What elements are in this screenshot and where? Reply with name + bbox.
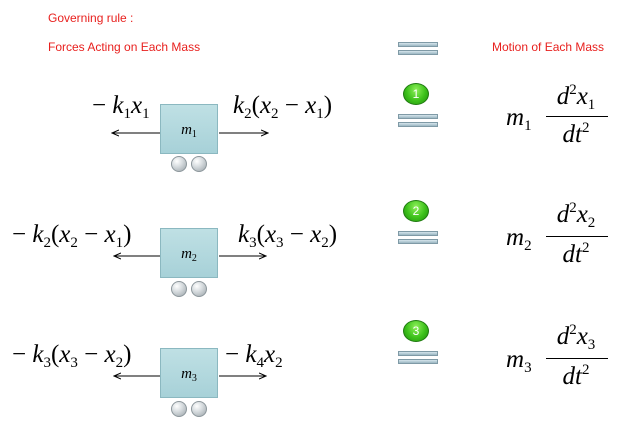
equals-icon-2 xyxy=(398,231,438,246)
motion-2: m2 d2x2 dt2 xyxy=(506,200,616,270)
motion-section-title: Motion of Each Mass xyxy=(492,40,605,54)
force-right-3: − k4x2 xyxy=(225,341,283,371)
motion-3: m3 d2x3 dt2 xyxy=(506,322,616,392)
wheel-icon xyxy=(171,156,187,172)
force-left-1: − k1x1 xyxy=(92,92,150,122)
badge-3: 3 xyxy=(403,320,429,342)
mass-block-1: m1 xyxy=(160,104,218,154)
wheel-icon xyxy=(191,401,207,417)
force-left-3: − k3(x3 − x2) xyxy=(12,341,132,371)
header-equals-icon xyxy=(398,42,438,57)
mass-block-2: m2 xyxy=(160,228,218,278)
governing-rule-label: Governing rule : xyxy=(48,11,134,25)
forces-section-title: Forces Acting on Each Mass xyxy=(48,40,201,54)
wheel-icon xyxy=(171,281,187,297)
equals-icon-3 xyxy=(398,351,438,366)
wheel-icon xyxy=(171,401,187,417)
force-left-2: − k2(x2 − x1) xyxy=(12,221,132,251)
badge-2: 2 xyxy=(403,200,429,222)
force-right-1: k2(x2 − x1) xyxy=(233,92,333,122)
equals-icon-1 xyxy=(398,114,438,129)
badge-1: 1 xyxy=(403,83,429,105)
wheel-icon xyxy=(191,281,207,297)
motion-1: m1 d2x1 dt2 xyxy=(506,82,616,152)
mass-block-3: m3 xyxy=(160,348,218,398)
force-right-2: k3(x3 − x2) xyxy=(238,221,338,251)
wheel-icon xyxy=(191,156,207,172)
